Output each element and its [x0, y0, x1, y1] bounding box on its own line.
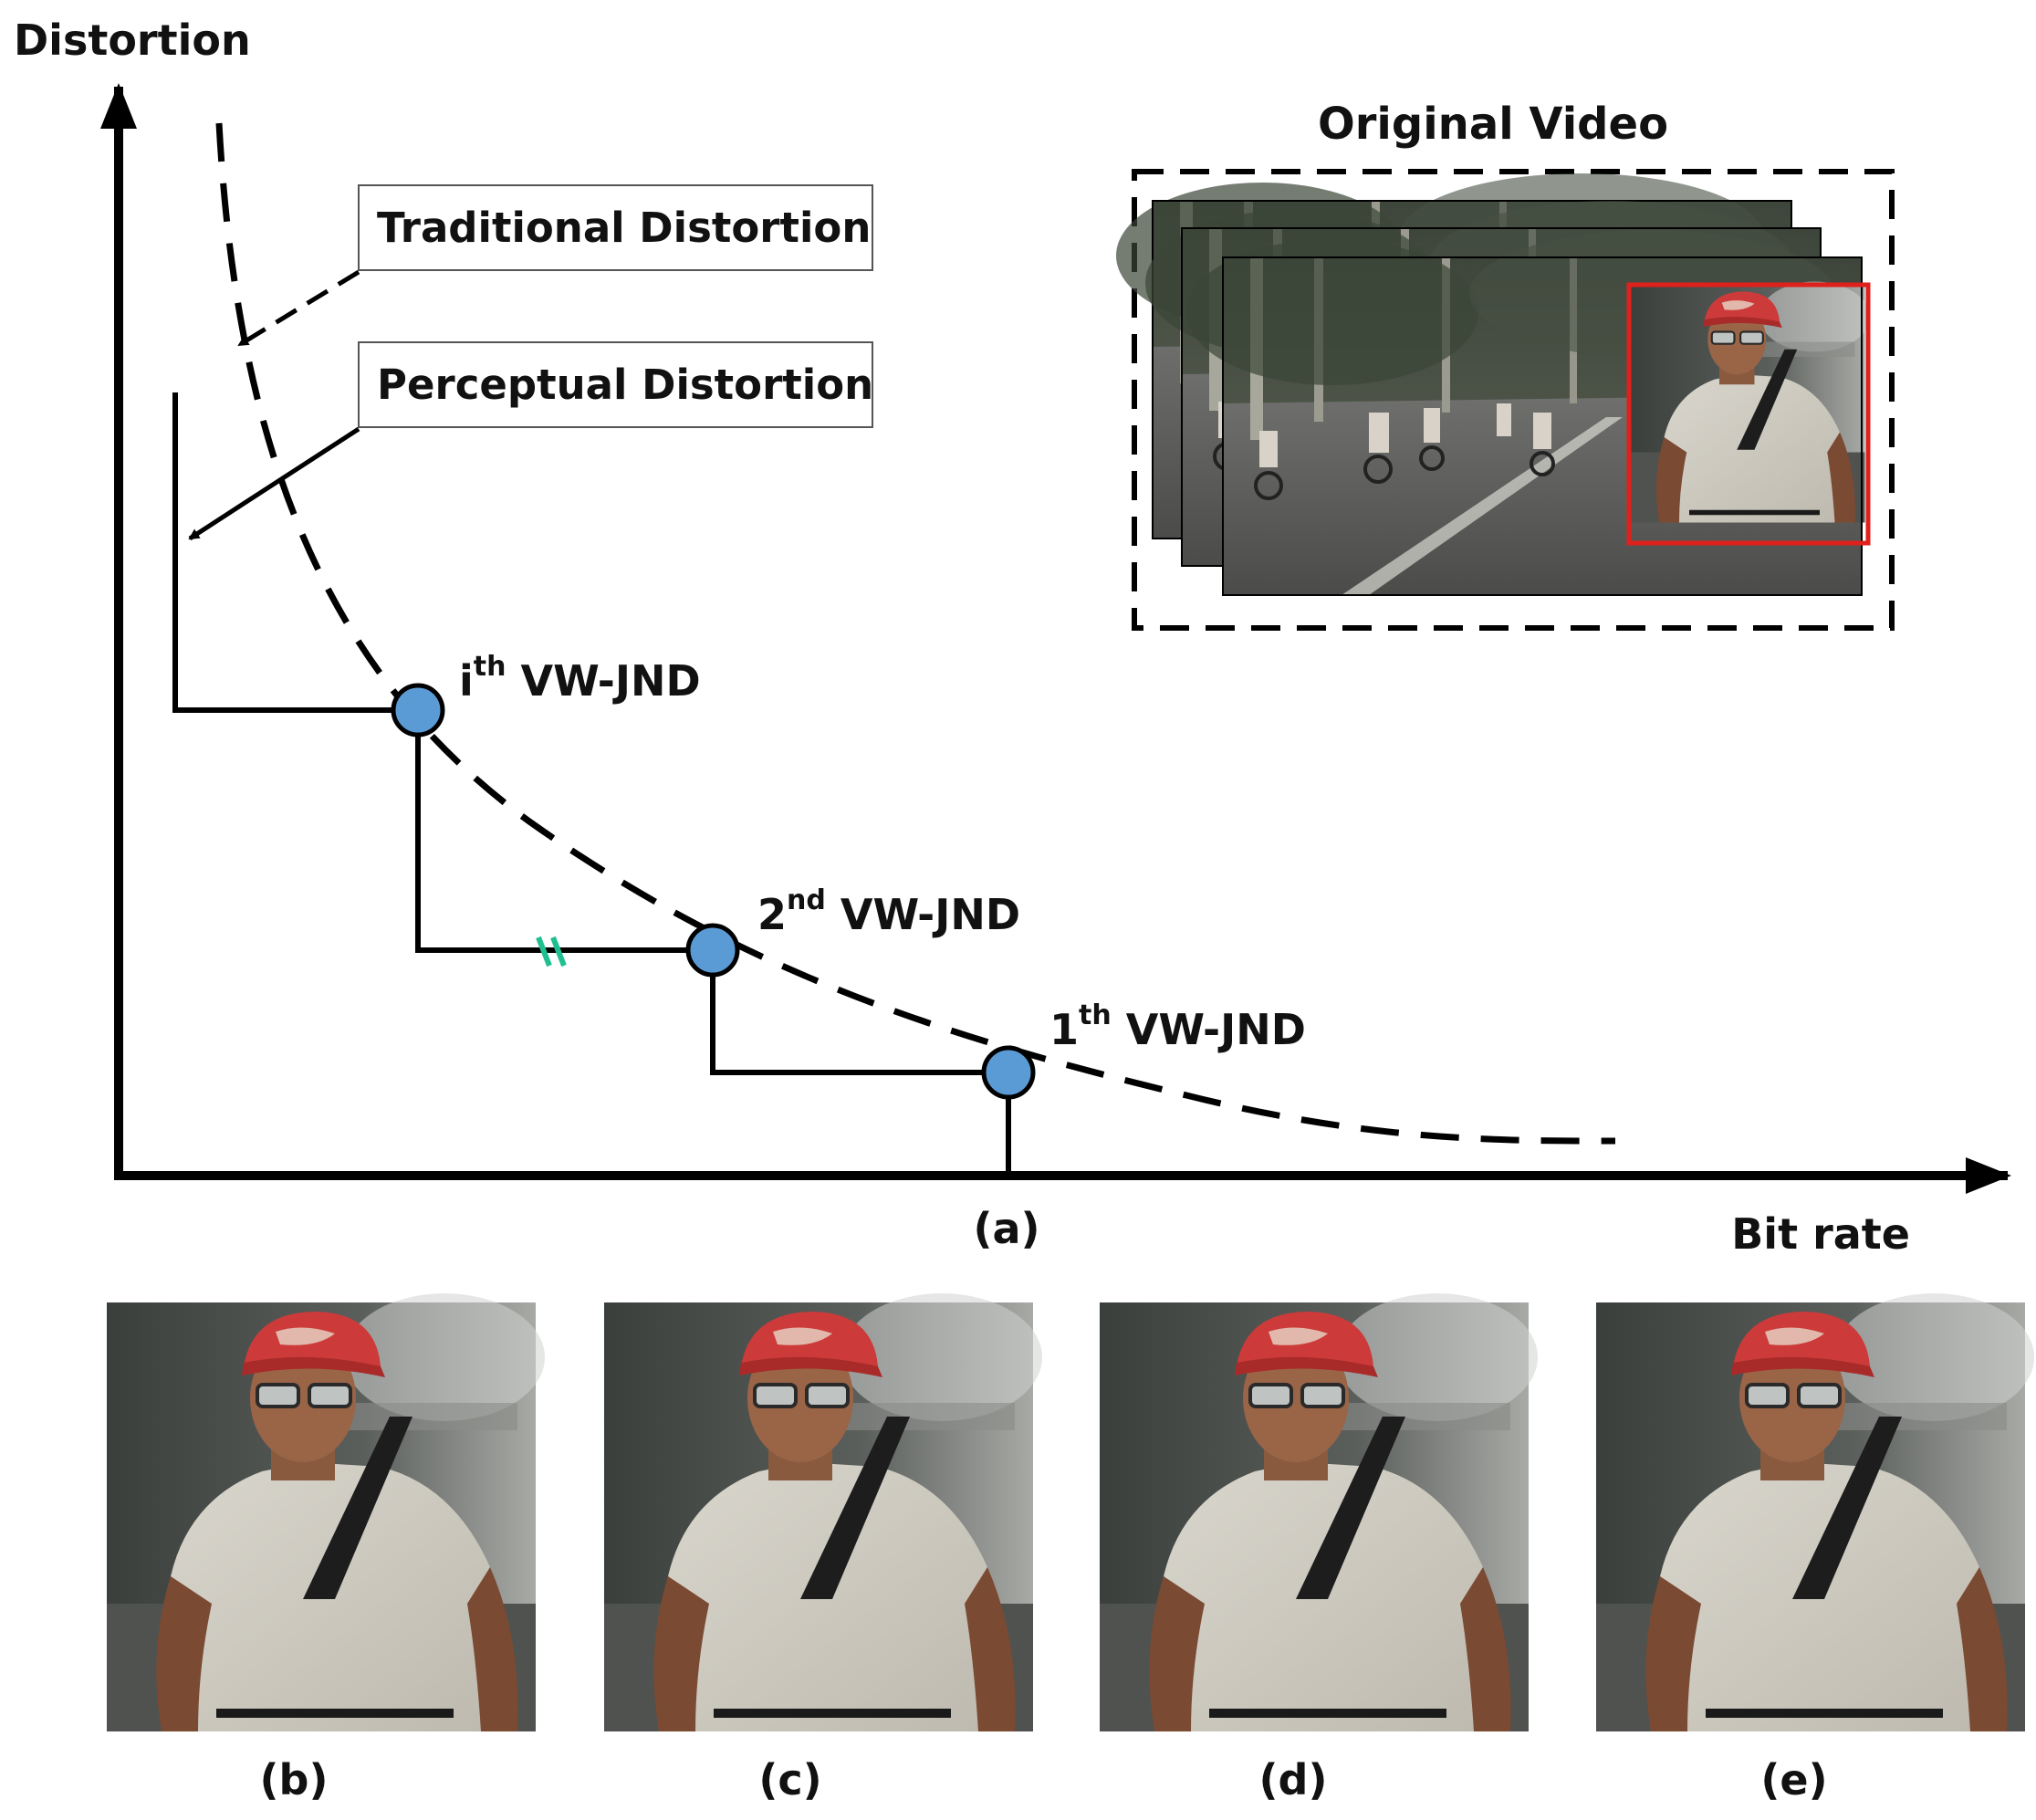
jnd-point-2	[685, 923, 740, 978]
jnd-point-i	[391, 683, 445, 737]
panel-label-b: (b)	[260, 1755, 329, 1804]
crop-c	[602, 1292, 1044, 1733]
region-of-interest-box	[1626, 282, 1871, 546]
jnd-label-2: 2nd VW-JND	[757, 884, 1020, 939]
axes: Distortion Bit rate	[14, 16, 2011, 1259]
jnd-point-1	[981, 1045, 1036, 1100]
jnd-points	[391, 683, 1036, 1100]
legend-traditional: Traditional Distortion	[237, 184, 873, 348]
y-axis-label: Distortion	[14, 16, 251, 65]
original-video-dashed-frame	[1132, 169, 1895, 631]
crop-b	[105, 1292, 547, 1733]
x-axis-label: Bit rate	[1731, 1209, 1910, 1259]
crop-d	[1098, 1292, 1540, 1733]
panel-label-a: (a)	[973, 1204, 1039, 1253]
traditional-distortion-curve	[215, 122, 1616, 1145]
video-frame-front	[1185, 228, 1872, 597]
legend-traditional-text: Traditional Distortion	[377, 204, 871, 252]
original-video-title: Original Video	[1318, 99, 1668, 150]
jnd-label-1: 1th VW-JND	[1049, 999, 1306, 1054]
crop-e	[1594, 1292, 2036, 1733]
original-video: Original Video	[1114, 99, 1895, 631]
panel-label-c: (c)	[758, 1755, 821, 1804]
jnd-label-i: ith VW-JND	[459, 651, 701, 706]
legend-perceptual-text: Perceptual Distortion	[377, 361, 873, 409]
perceptual-distortion-staircase	[172, 392, 1011, 1176]
panel-label-e: (e)	[1760, 1755, 1827, 1804]
legend-perceptual: Perceptual Distortion	[188, 341, 873, 541]
equal-length-mark	[536, 936, 567, 968]
panel-label-d: (d)	[1259, 1755, 1328, 1804]
